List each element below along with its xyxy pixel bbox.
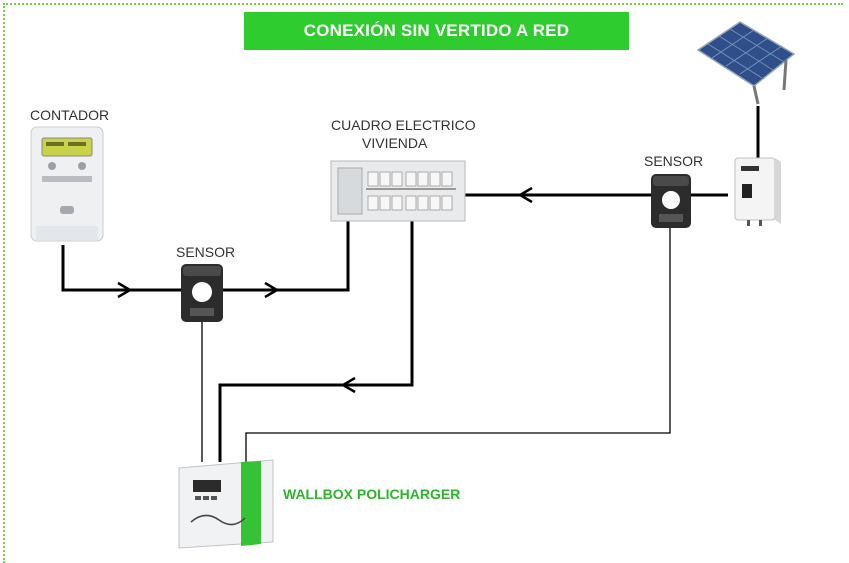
- flow-arrow-3: [517, 186, 533, 204]
- diagram-title: CONEXIÓN SIN VERTIDO A RED: [244, 12, 629, 50]
- inverter-icon: [733, 156, 783, 233]
- wire-panel-to-wallbox: [218, 218, 414, 462]
- electrical-panel-icon: [330, 160, 466, 227]
- wallbox-label: WALLBOX POLICHARGER: [283, 486, 461, 502]
- sensor-right-label: SENSOR: [644, 153, 704, 169]
- flow-arrow-2: [264, 281, 280, 299]
- sensor-left-label: SENSOR: [176, 244, 236, 260]
- wallbox-charger-icon: [175, 458, 277, 555]
- signal-wire-right-sensor: [245, 225, 671, 462]
- panel-label-line1: CUADRO ELECTRICO: [331, 117, 476, 133]
- diagram-frame: [3, 3, 843, 563]
- panel-label-line2: VIVIENDA: [362, 135, 428, 151]
- current-sensor-icon: [650, 172, 692, 235]
- flow-arrow-4: [340, 376, 356, 394]
- current-sensor-icon: [180, 262, 224, 329]
- meter-label: CONTADOR: [30, 107, 110, 123]
- solar-panel-icon: [696, 18, 796, 113]
- electric-meter-icon: [30, 126, 104, 247]
- flow-arrow-1: [117, 281, 133, 299]
